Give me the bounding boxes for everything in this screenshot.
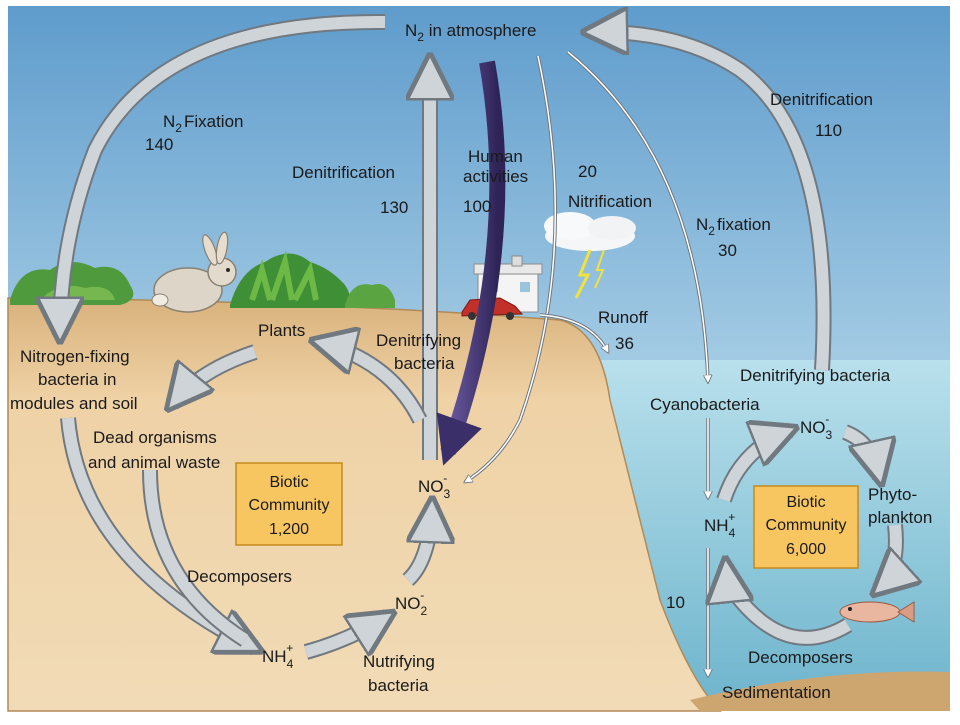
phyto-line2: plankton: [868, 508, 932, 527]
storm-cloud: [544, 212, 636, 251]
fish-illustration: [839, 601, 915, 623]
atmosphere-label: N2 in atmosphere: [405, 21, 536, 44]
land-cycle-arrows: [60, 342, 432, 660]
rabbit-illustration: [151, 231, 237, 313]
ocean-n2-fixation-value: 30: [718, 241, 737, 260]
ocean-nh4-label: NH4+: [704, 510, 736, 540]
land-no2-label: NO2-: [395, 588, 428, 618]
ocean-denitrification-label: Denitrification: [770, 90, 873, 109]
ocean-biotic-value: 6,000: [786, 541, 826, 558]
nutrifying-line1: Nutrifying: [363, 652, 435, 671]
nfix-bacteria-line2: bacteria in: [38, 370, 116, 389]
ocean-cycle-arrows: [724, 430, 896, 646]
land-biotic-value: 1,200: [269, 521, 309, 538]
arrow-n2-fixation-ocean: [567, 51, 708, 382]
land-denitrifying-line2: bacteria: [394, 354, 455, 373]
land-denitrification-value: 130: [380, 198, 408, 217]
cyanobacteria-label: Cyanobacteria: [650, 395, 760, 414]
phyto-line1: Phyto-: [868, 485, 917, 504]
plants-label: Plants: [258, 321, 305, 340]
arrow-n2-fixation-land: [60, 15, 386, 335]
sedimentation-label: Sedimentation: [722, 683, 831, 702]
runoff-value: 36: [615, 334, 634, 353]
ocean-denitrifying-bacteria-label: Denitrifying bacteria: [740, 366, 891, 385]
ocean-biotic-line1: Biotic: [786, 494, 825, 511]
land-nh4-label: NH4+: [262, 641, 294, 671]
ocean-biotic-line2: Community: [766, 517, 847, 534]
arrow-runoff: [539, 314, 608, 352]
nitrification-value: 20: [578, 162, 597, 181]
arrow-denitrification-ocean: [590, 32, 830, 371]
nfix-bacteria-line3: modules and soil: [10, 394, 138, 413]
nfix-bacteria-line1: Nitrogen-fixing: [20, 347, 130, 366]
ocean-no3-label: NO3-: [800, 412, 833, 442]
lightning-bolt: [574, 249, 592, 299]
land-decomposers-label: Decomposers: [187, 567, 292, 586]
land-no3-label: NO3-: [418, 471, 451, 501]
dead-organisms-line2: and animal waste: [88, 453, 220, 472]
sediment-value: 10: [666, 593, 685, 612]
nutrifying-line2: bacteria: [368, 676, 429, 695]
land-biotic-line1: Biotic: [269, 474, 308, 491]
dead-organisms-line1: Dead organisms: [93, 428, 217, 447]
human-activities-value: 100: [463, 197, 491, 216]
land-denitrification-label: Denitrification: [292, 163, 395, 182]
bush-right: [345, 284, 395, 308]
land-denitrifying-line1: Denitrifying: [376, 331, 461, 350]
plant-leaves: [249, 250, 319, 302]
ocean-biotic-community-box: [753, 485, 859, 569]
lightning-bolt-2: [594, 249, 605, 289]
seafloor-sediment: [690, 671, 950, 711]
land-biotic-line2: Community: [249, 497, 330, 514]
human-activities-line1: Human: [468, 147, 523, 166]
nitrification-label: Nitrification: [568, 192, 652, 211]
arrow-human-activities: [436, 60, 506, 466]
land-biotic-community-box: [235, 462, 343, 546]
human-activities-line2: activities: [463, 167, 528, 186]
ocean-denitrification-value: 110: [815, 121, 842, 140]
runoff-label: Runoff: [598, 308, 648, 327]
land-n2-fixation-value: 140: [145, 135, 173, 154]
ocean-decomposers-label: Decomposers: [748, 648, 853, 667]
arrow-nitrification: [465, 55, 557, 482]
